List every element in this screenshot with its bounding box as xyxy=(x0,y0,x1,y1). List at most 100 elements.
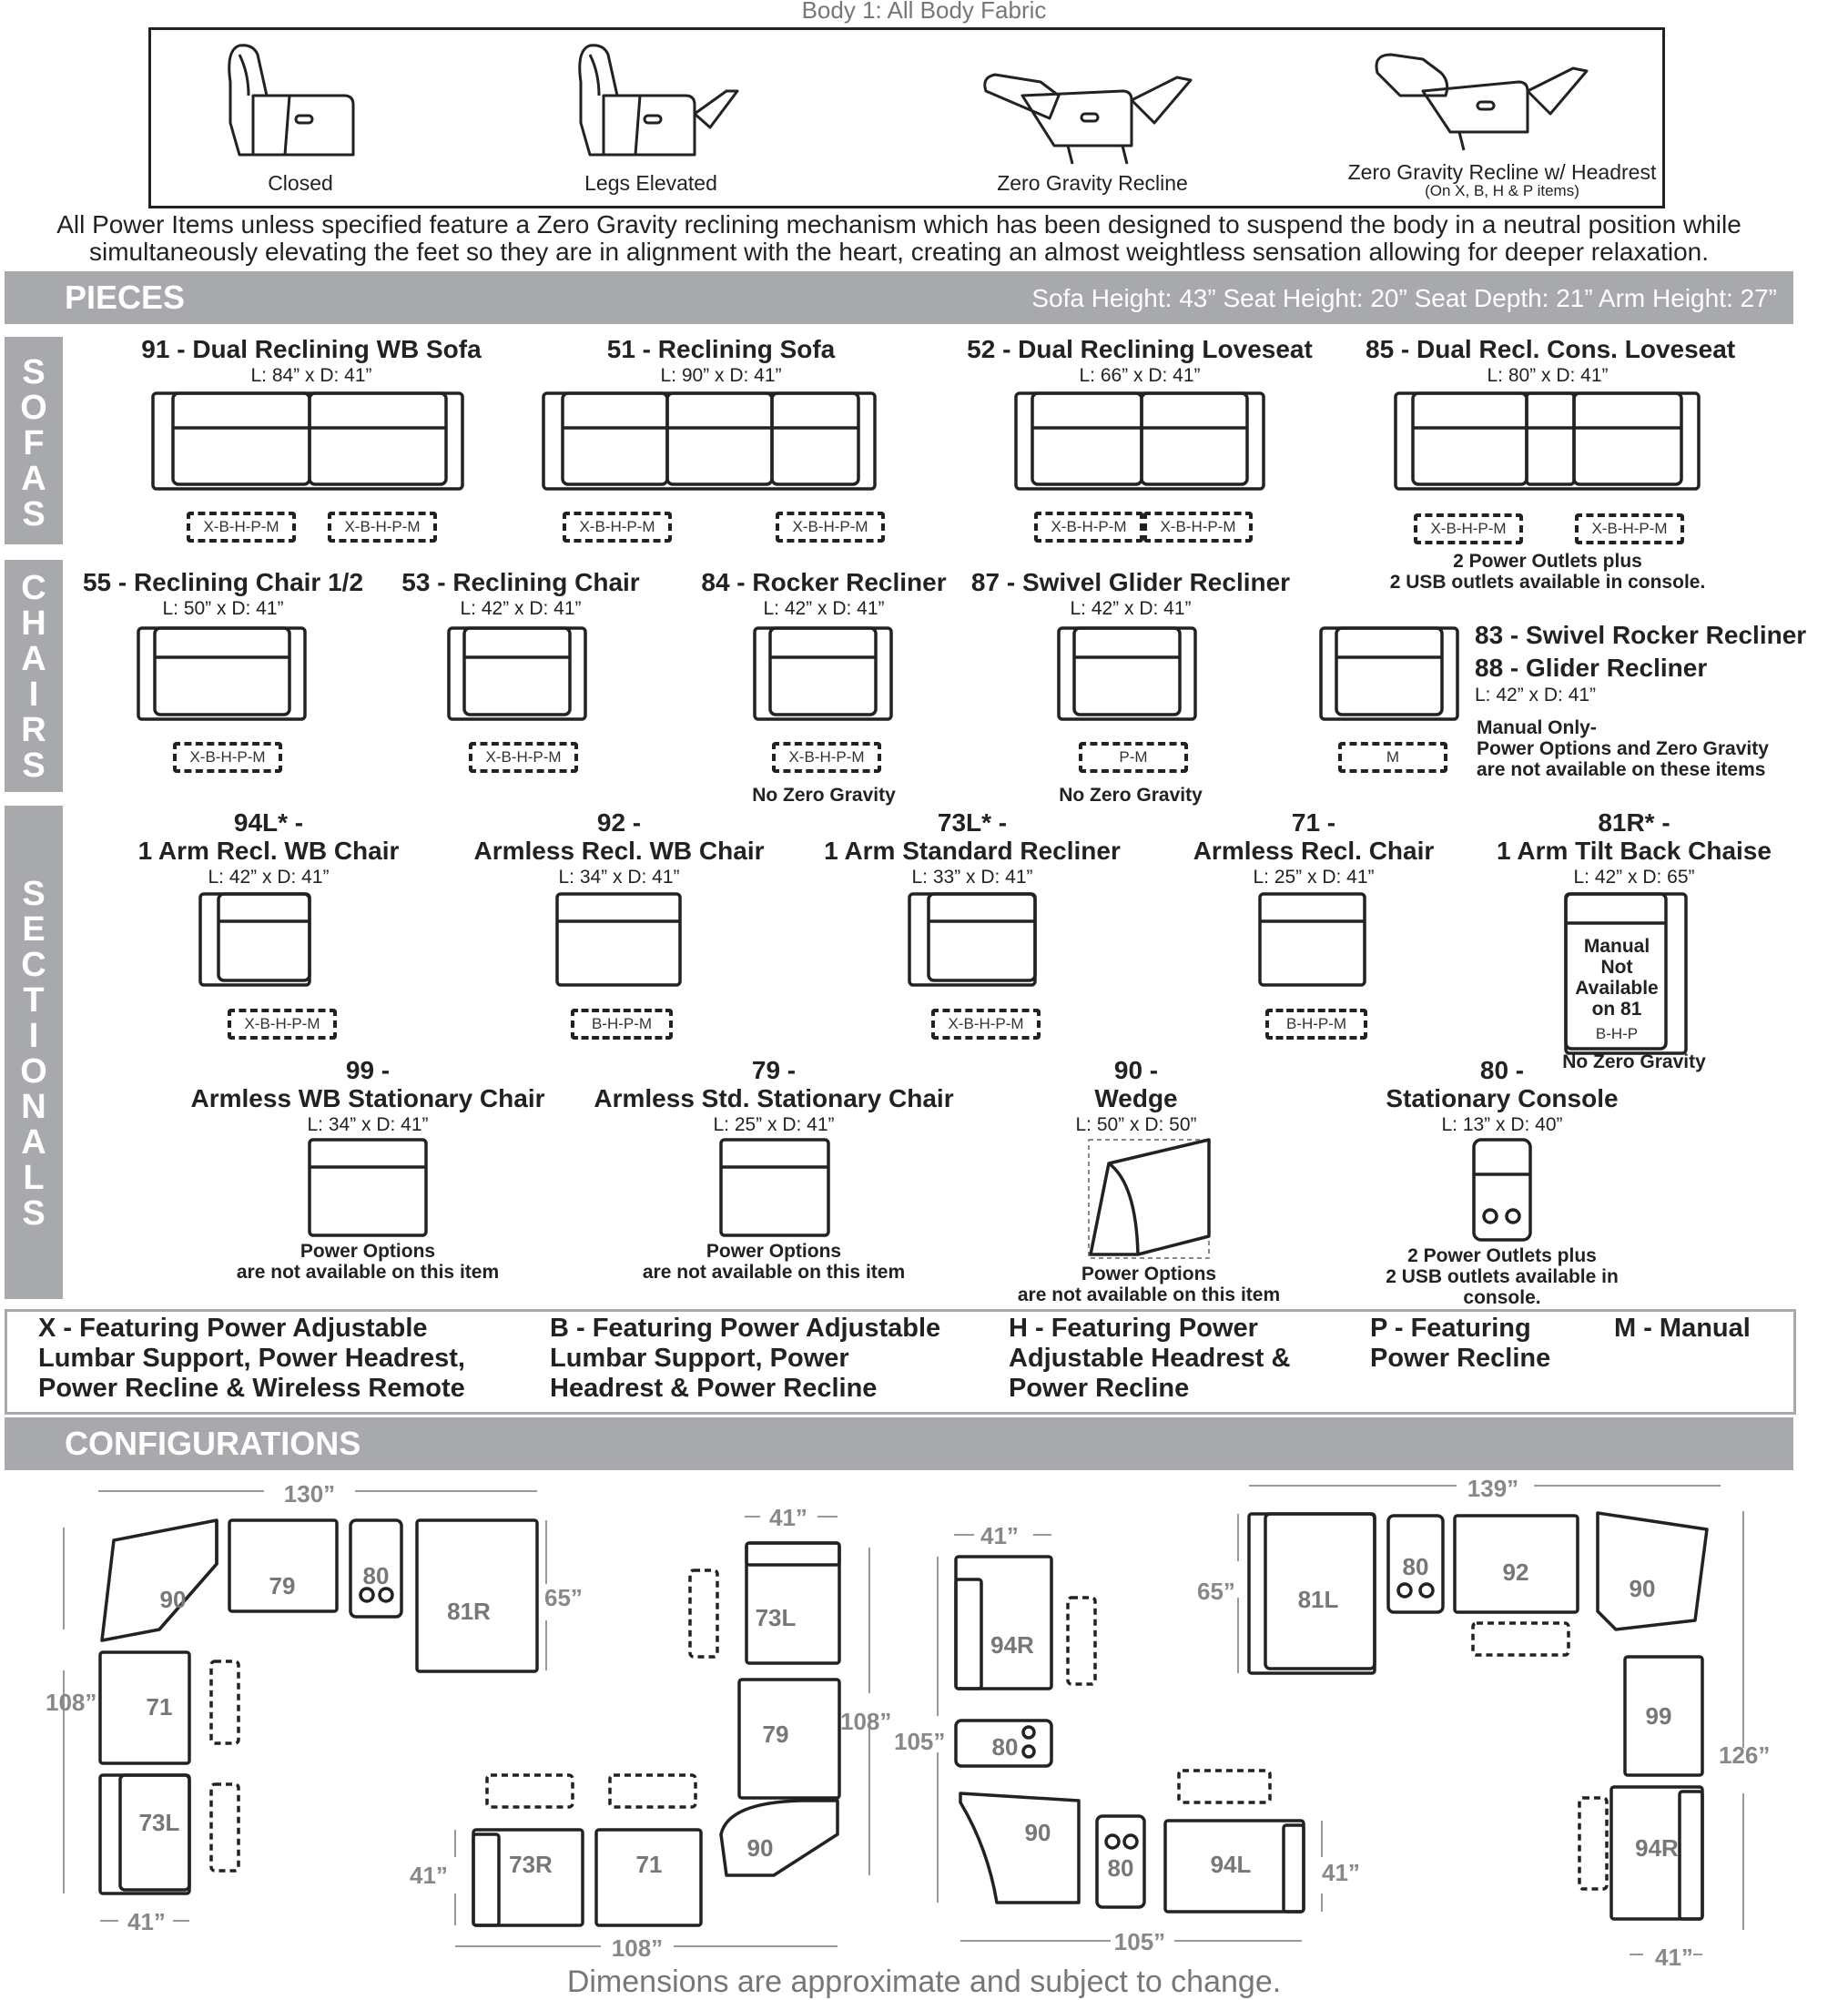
loveseat-85-mech-2: X-B-H-P-M xyxy=(1575,513,1684,544)
config-3-top: 41” xyxy=(980,1522,1019,1549)
legend-x-line-2: Lumbar Support, Power Headrest, xyxy=(38,1344,465,1373)
zero-gravity-recliner-icon xyxy=(983,73,1193,165)
sectional-71-code: 71 - xyxy=(1291,808,1336,837)
sofa-91-title: 91 - Dual Reclining WB Sofa xyxy=(141,335,482,363)
loveseat-85-dim: L: 80” x D: 41” xyxy=(1487,365,1609,386)
sofa-51-dim: L: 90” x D: 41” xyxy=(660,365,782,386)
side-label-sofas-text: SOFAS xyxy=(20,353,47,533)
config-1-piece-90: 90 xyxy=(159,1586,187,1613)
legend-h-line-3: Power Recline xyxy=(1009,1374,1190,1403)
config-2-piece-79: 79 xyxy=(762,1721,789,1748)
sectional-81r-inner-1: Manual xyxy=(1583,936,1650,957)
config-4-piece-94r: 94R xyxy=(1635,1834,1679,1862)
sectional-79-code: 79 - xyxy=(751,1056,797,1084)
sectional-79-dim: L: 25” x D: 41” xyxy=(713,1114,835,1135)
loveseat-85-drawing xyxy=(1394,391,1701,491)
sectional-79-note-2: are not available on this item xyxy=(642,1262,906,1283)
sectional-90-dim: L: 50” x D: 50” xyxy=(1075,1114,1197,1135)
sectional-80-note-3: console. xyxy=(1463,1287,1541,1308)
chair-55-title: 55 - Reclining Chair 1/2 xyxy=(82,568,364,596)
sectional-81r-mech: B-H-P xyxy=(1595,1025,1639,1042)
side-label-chairs: CHAIRS xyxy=(5,560,63,792)
chair-83-title: 83 - Swivel Rocker Recliner xyxy=(1475,621,1807,649)
sectional-99-note-1: Power Options xyxy=(300,1241,436,1262)
chair-87-note: No Zero Gravity xyxy=(1059,785,1203,806)
chair-84-title: 84 - Rocker Recliner xyxy=(701,568,947,596)
chair-53-title: 53 - Reclining Chair xyxy=(401,568,640,596)
sofa-91-drawing xyxy=(151,391,464,491)
loveseat-85-title: 85 - Dual Recl. Cons. Loveseat xyxy=(1366,335,1736,363)
chair-53-dim: L: 42” x D: 41” xyxy=(460,598,582,619)
sectional-90-note-2: are not available on this item xyxy=(1017,1284,1281,1305)
sectional-90-note-1: Power Options xyxy=(1081,1264,1217,1284)
legend-b-line-2: Lumbar Support, Power xyxy=(550,1344,849,1373)
config-3-right: 41” xyxy=(1322,1859,1360,1886)
chair-84-drawing xyxy=(753,626,893,721)
sectional-73l-title: 1 Arm Standard Recliner xyxy=(824,837,1121,865)
sofa-51-mech-1: X-B-H-P-M xyxy=(563,512,672,543)
sectional-90-code: 90 - xyxy=(1113,1056,1159,1084)
sectional-99-code: 99 - xyxy=(345,1056,391,1084)
config-2-height: 108” xyxy=(840,1708,892,1735)
chair-53-drawing xyxy=(447,626,587,721)
legs-elevated-recliner-icon xyxy=(578,44,739,157)
legend-b-line-1: B - Featuring Power Adjustable xyxy=(550,1314,941,1343)
sofa-51-title: 51 - Reclining Sofa xyxy=(606,335,836,363)
sectional-99-note-2: are not available on this item xyxy=(236,1262,500,1283)
config-1-piece-81r: 81R xyxy=(447,1598,491,1625)
config-3-drawing xyxy=(954,1555,1305,1914)
legend-p: P - Featuring Power Recline xyxy=(1370,1314,1598,1374)
dimension-lines xyxy=(63,1485,1744,1955)
chair-87-dim: L: 42” x D: 41” xyxy=(1070,598,1192,619)
sectional-99-dim: L: 34” x D: 41” xyxy=(307,1114,429,1135)
sectional-79-note-1: Power Options xyxy=(706,1241,842,1262)
config-4-left: 65” xyxy=(1197,1578,1235,1605)
config-4-drawing xyxy=(1247,1511,1709,1921)
configurations-title: CONFIGURATIONS xyxy=(65,1425,361,1462)
config-1-piece-71: 71 xyxy=(146,1693,173,1721)
config-2-piece-73r: 73R xyxy=(509,1851,553,1878)
closed-recliner-icon xyxy=(228,44,355,157)
configurations-drawings xyxy=(63,1485,1744,1955)
loveseat-52-title: 52 - Dual Reclining Loveseat xyxy=(967,335,1313,363)
config-2-left: 41” xyxy=(410,1862,448,1889)
sectional-94l-title: 1 Arm Recl. WB Chair xyxy=(137,837,400,865)
config-4-piece-92: 92 xyxy=(1502,1558,1529,1586)
sectional-71-mech: B-H-P-M xyxy=(1265,1009,1367,1040)
config-3-width: 105” xyxy=(1113,1928,1166,1955)
side-label-sectionals-text: SECTIONALS xyxy=(20,875,47,1233)
sectional-81r-dim: L: 42” x D: 65” xyxy=(1573,867,1695,888)
chair-84-mech: X-B-H-P-M xyxy=(772,742,881,773)
config-1-width: 130” xyxy=(283,1480,336,1508)
sectional-80-title: Stationary Console xyxy=(1386,1084,1619,1112)
sectional-71-title: Armless Recl. Chair xyxy=(1193,837,1435,865)
sectional-71-dim: L: 25” x D: 41” xyxy=(1253,867,1375,888)
config-4-height: 126” xyxy=(1719,1741,1771,1769)
pieces-dimensions: Sofa Height: 43” Seat Height: 20” Seat D… xyxy=(1031,284,1777,312)
config-3-piece-90: 90 xyxy=(1024,1819,1051,1846)
legend-h: H - Featuring Power Adjustable Headrest … xyxy=(1009,1314,1373,1404)
chair-55-dim: L: 50” x D: 41” xyxy=(162,598,284,619)
config-4-piece-99: 99 xyxy=(1645,1702,1672,1730)
sectional-80-note-1: 2 Power Outlets plus xyxy=(1407,1245,1597,1266)
config-2-top: 41” xyxy=(769,1504,807,1531)
sectional-81r-drawing xyxy=(1564,892,1688,1055)
config-2-piece-90: 90 xyxy=(746,1834,774,1862)
loveseat-85-mech-1: X-B-H-P-M xyxy=(1414,513,1523,544)
sectional-81r-note: No Zero Gravity xyxy=(1562,1051,1706,1072)
sofa-51-mech-2: X-B-H-P-M xyxy=(776,512,885,543)
sofa-91-mech-2: X-B-H-P-M xyxy=(328,512,437,543)
config-2-drawing xyxy=(472,1541,841,1927)
chair-87-title: 87 - Swivel Glider Recliner xyxy=(970,568,1291,596)
sectional-81r-code: 81R* - xyxy=(1598,808,1670,837)
legend-b-line-3: Headrest & Power Recline xyxy=(550,1374,878,1403)
sofa-51-drawing xyxy=(542,391,877,491)
chair-83-88-dim: L: 42” x D: 41” xyxy=(1475,685,1597,706)
legend-m: M - Manual xyxy=(1614,1314,1787,1344)
sectional-92-code: 92 - xyxy=(596,808,642,837)
sectional-79-title: Armless Std. Stationary Chair xyxy=(594,1084,954,1112)
sectional-92-dim: L: 34” x D: 41” xyxy=(558,867,680,888)
position-zero-gravity-headrest-label: Zero Gravity Recline w/ Headrest xyxy=(1347,160,1657,184)
config-3-piece-94r: 94R xyxy=(990,1631,1034,1659)
legend-x-line-3: Power Recline & Wireless Remote xyxy=(38,1374,465,1403)
